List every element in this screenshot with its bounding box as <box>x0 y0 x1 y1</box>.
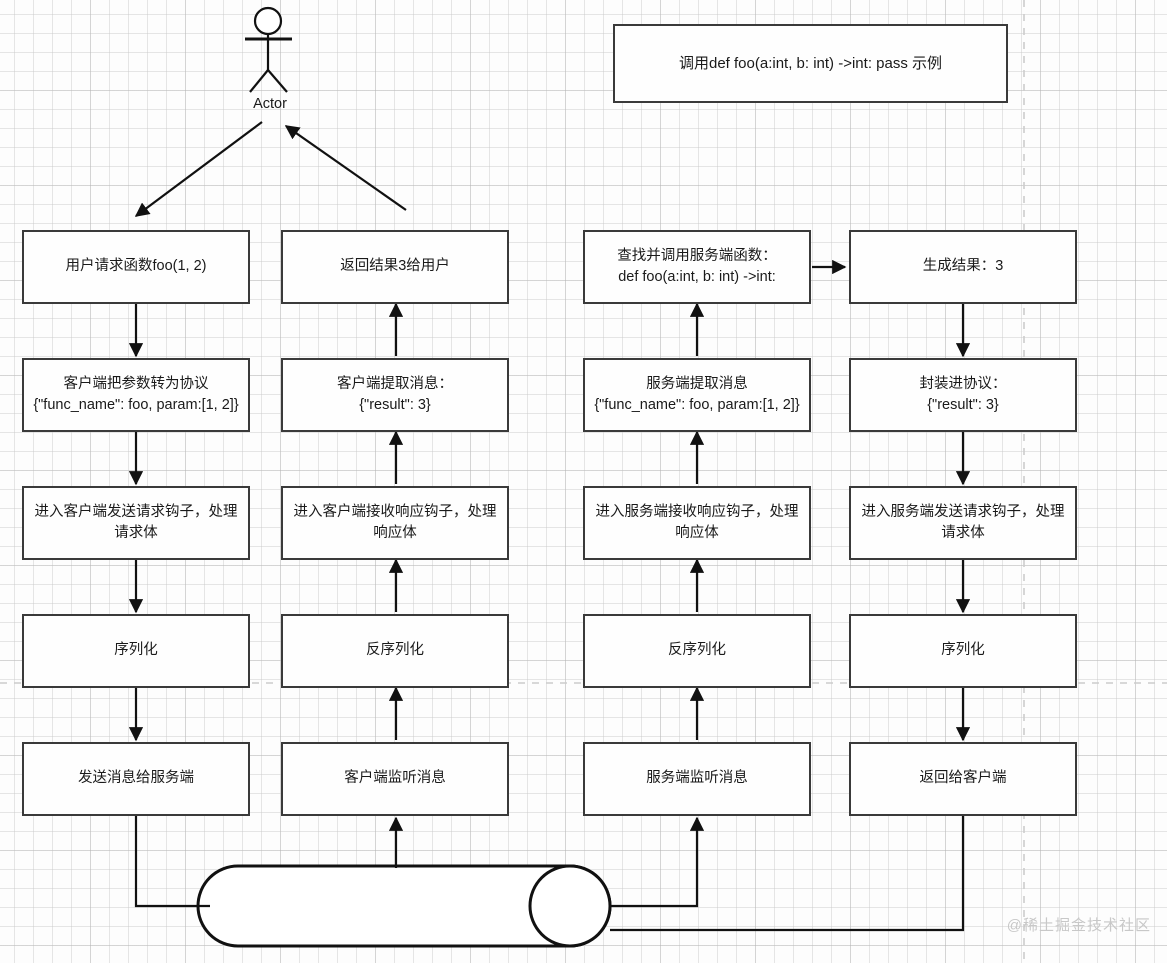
node-client-listen-message: 客户端监听消息 <box>281 742 509 816</box>
node-server-listen-message: 服务端监听消息 <box>583 742 811 816</box>
node-client-deserialize: 反序列化 <box>281 614 509 688</box>
node-server-encode-protocol: 封装进协议： {"result": 3} <box>849 358 1077 432</box>
node-client-send-hook: 进入客户端发送请求钩子，处理请求体 <box>22 486 250 560</box>
node-client-extract-message: 客户端提取消息： {"result": 3} <box>281 358 509 432</box>
node-user-request: 用户请求函数foo(1, 2) <box>22 230 250 304</box>
node-client-send-message: 发送消息给服务端 <box>22 742 250 816</box>
title-box: 调用def foo(a:int, b: int) ->int: pass 示例 <box>613 24 1008 103</box>
node-server-serialize: 序列化 <box>849 614 1077 688</box>
node-generate-result: 生成结果：3 <box>849 230 1077 304</box>
node-client-serialize: 序列化 <box>22 614 250 688</box>
watermark: @稀土掘金技术社区 <box>1006 917 1151 934</box>
node-server-extract-message: 服务端提取消息 {"func_name": foo, param:[1, 2]} <box>583 358 811 432</box>
node-server-lookup-call: 查找并调用服务端函数： def foo(a:int, b: int) ->int… <box>583 230 811 304</box>
node-client-encode-protocol: 客户端把参数转为协议 {"func_name": foo, param:[1, … <box>22 358 250 432</box>
node-server-deserialize: 反序列化 <box>583 614 811 688</box>
node-server-receive-hook: 进入服务端接收响应钩子，处理响应体 <box>583 486 811 560</box>
node-server-send-hook: 进入服务端发送请求钩子，处理请求体 <box>849 486 1077 560</box>
node-return-result-to-user: 返回结果3给用户 <box>281 230 509 304</box>
node-client-receive-hook: 进入客户端接收响应钩子，处理响应体 <box>281 486 509 560</box>
node-server-return-to-client: 返回给客户端 <box>849 742 1077 816</box>
actor-label: Actor <box>253 96 287 112</box>
